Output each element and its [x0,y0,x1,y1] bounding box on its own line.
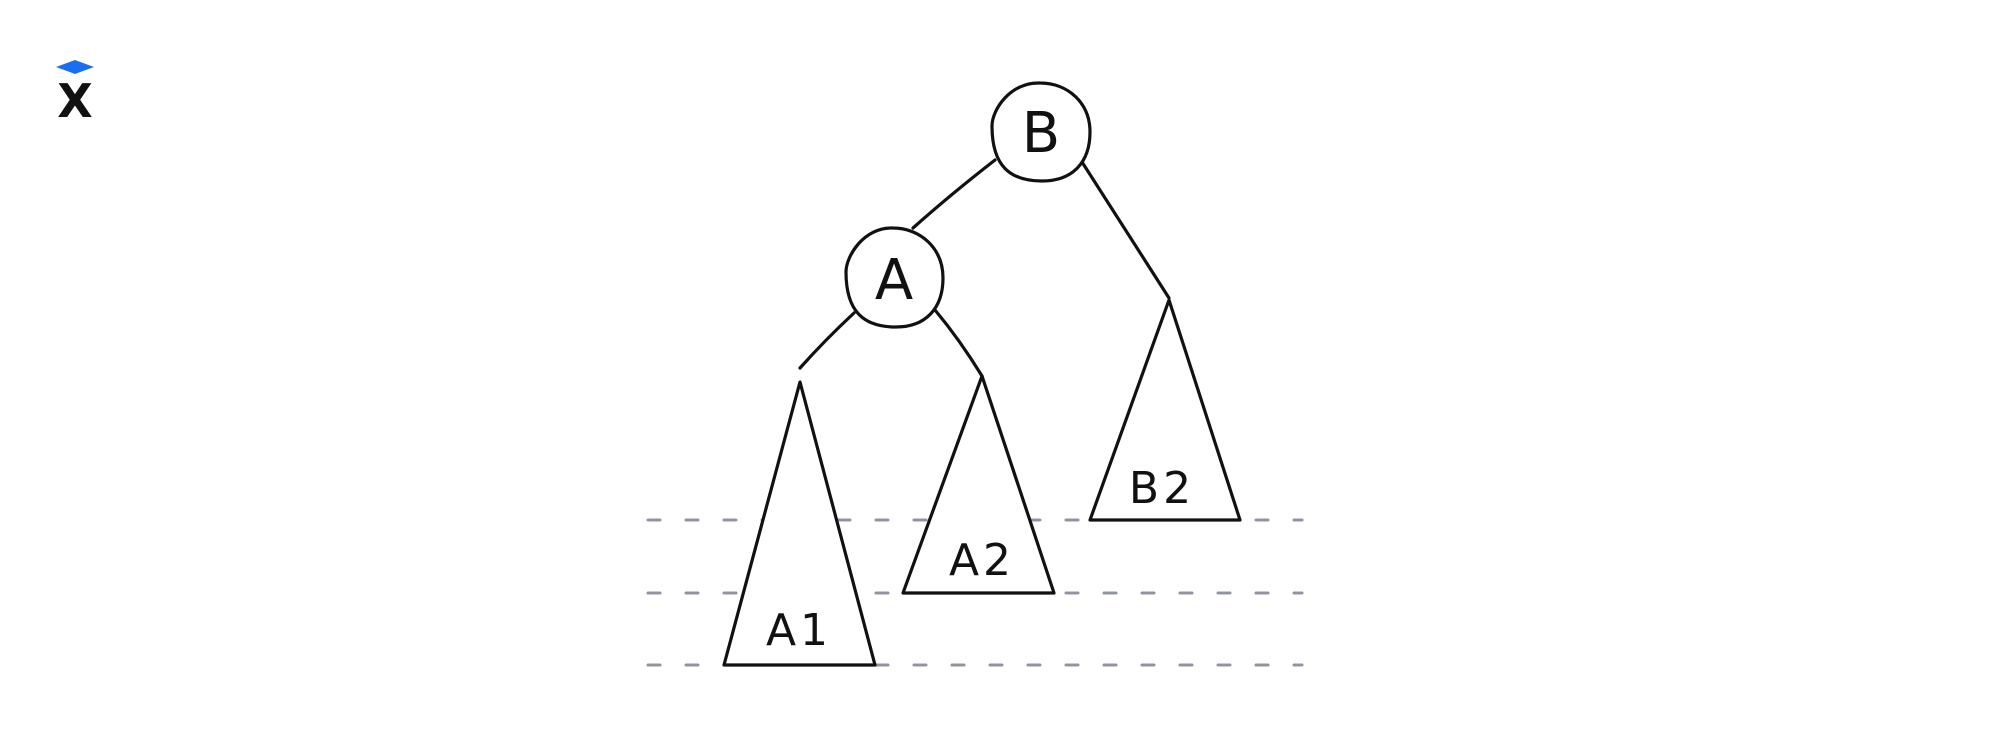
tree-edges [798,158,1171,378]
edge-A-A2 [933,308,984,378]
node-A: A [844,226,945,329]
edge-B-B2 [1080,160,1171,300]
subtree-A1-label: A1 [766,605,832,656]
logo-accent-icon [56,60,94,74]
node-A-label: A [875,248,913,313]
node-A-circle [844,226,945,329]
subtree-B2-triangle [1088,298,1242,522]
logo-letter: X [57,74,92,128]
subtree-A2: A2 [901,374,1056,595]
node-B: B [990,81,1092,183]
subtree-A2-label: A2 [949,535,1015,586]
edge-A-A1 [798,311,856,370]
subtree-B2: B2 [1088,298,1242,522]
subtree-B2-label: B2 [1129,463,1195,514]
edge-B-A [911,158,997,230]
node-B-circle [990,81,1092,183]
subtree-A2-triangle [901,374,1056,595]
node-B-label: B [1022,101,1060,166]
app-logo[interactable]: X [56,60,94,128]
subtree-A1: A1 [722,380,877,667]
subtree-A1-triangle [722,380,877,667]
